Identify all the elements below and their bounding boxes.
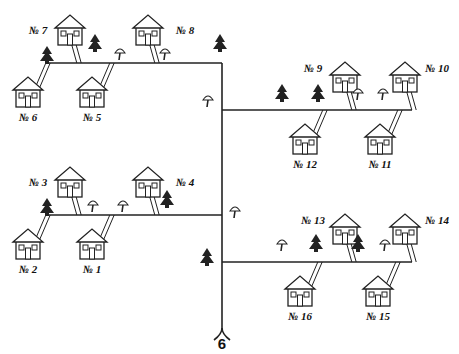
road (222, 261, 412, 263)
house (363, 262, 400, 306)
house-number: № 7 (29, 25, 47, 36)
house-number: № 4 (176, 177, 194, 188)
tree (311, 84, 325, 102)
house (365, 110, 402, 154)
mushroom (380, 240, 390, 251)
tree (40, 46, 54, 64)
road (45, 214, 222, 216)
house-number: № 14 (425, 215, 449, 226)
house-number: № 11 (368, 159, 391, 170)
house (55, 15, 85, 63)
house (390, 62, 420, 110)
house (390, 214, 420, 262)
house-number: № 10 (425, 63, 449, 74)
tree (213, 34, 227, 52)
house (77, 63, 114, 107)
mushroom (115, 49, 125, 60)
house-number: № 5 (83, 112, 101, 123)
tree (200, 248, 214, 266)
direction-number: 6 (218, 336, 226, 351)
house-number: № 12 (293, 159, 317, 170)
house-number: № 3 (29, 177, 47, 188)
house (330, 62, 360, 110)
mushroom (378, 89, 388, 100)
house-number: № 2 (19, 264, 37, 275)
tree (88, 34, 102, 52)
mushroom (118, 201, 128, 212)
house (55, 167, 85, 215)
mushroom (353, 89, 363, 100)
house-number: № 9 (304, 63, 322, 74)
road (221, 63, 223, 330)
tree (275, 84, 289, 102)
house-number: № 6 (19, 112, 37, 123)
house (285, 262, 322, 306)
trees (40, 34, 365, 266)
mushroom (277, 240, 287, 251)
house-number: № 15 (366, 311, 390, 322)
house (290, 110, 327, 154)
mushroom (160, 49, 170, 60)
house (77, 215, 114, 259)
house-number: № 1 (83, 264, 101, 275)
houses (13, 15, 420, 306)
mushroom (88, 201, 98, 212)
tree (351, 234, 365, 252)
mushroom (230, 207, 240, 218)
house-number: № 8 (176, 25, 194, 36)
house-number: № 16 (288, 311, 312, 322)
house (13, 215, 50, 259)
tree (40, 198, 54, 216)
house-number: № 13 (301, 215, 325, 226)
house (13, 63, 50, 107)
mushroom (203, 96, 213, 107)
house (133, 15, 163, 63)
road (222, 109, 412, 111)
roads (45, 63, 412, 330)
tree (309, 234, 323, 252)
tree (160, 190, 174, 208)
house (133, 167, 163, 215)
mushrooms (88, 49, 390, 251)
road (45, 62, 222, 64)
